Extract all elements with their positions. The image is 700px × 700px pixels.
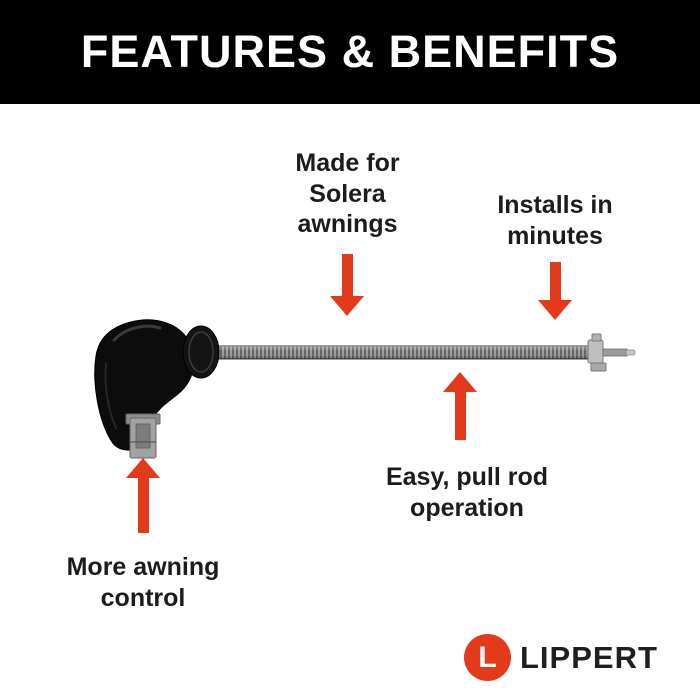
brand-name: LIPPERT — [520, 639, 658, 675]
callout-installs-in-minutes: Installs in minutes — [497, 191, 613, 250]
header-banner: FEATURES & BENEFITS — [0, 0, 700, 104]
arrow-shaft — [549, 262, 561, 300]
lippert-logo-icon: L — [464, 634, 511, 681]
product-image — [86, 308, 646, 468]
callout-pull-rod-operation: Easy, pull rod operation — [385, 463, 549, 522]
arrow-down-icon — [330, 254, 364, 316]
arrow-shaft — [454, 392, 466, 440]
page-title: FEATURES & BENEFITS — [80, 26, 620, 77]
callout-more-awning-control: More awning control — [66, 553, 220, 612]
arrow-shaft — [341, 254, 353, 296]
arrow-head — [330, 296, 364, 316]
callout-made-for-solera: Made for Solera awnings — [295, 149, 400, 238]
arrow-up-icon — [443, 372, 477, 440]
arrow-down-icon — [538, 262, 572, 320]
arrow-head — [126, 458, 160, 478]
arrow-head — [538, 300, 572, 320]
arrow-shaft — [137, 478, 149, 533]
awning-drive-illustration — [94, 319, 636, 459]
arrow-head — [443, 372, 477, 392]
brand-logo: L LIPPERT — [464, 634, 658, 681]
arrow-up-icon — [126, 458, 160, 533]
